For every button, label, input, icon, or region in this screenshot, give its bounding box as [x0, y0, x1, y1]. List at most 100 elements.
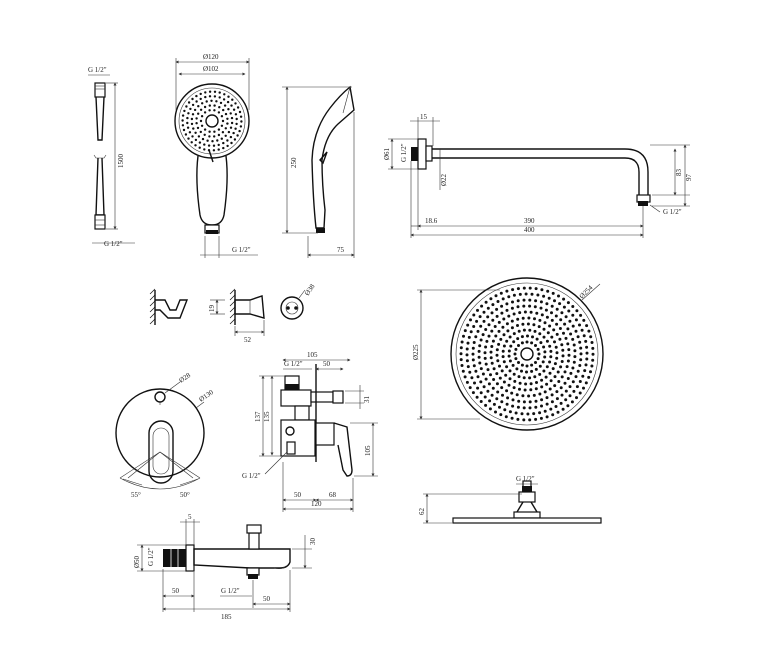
nozzle-dot	[479, 400, 483, 403]
nozzle-dot	[181, 124, 185, 127]
nozzle-dot	[579, 346, 583, 350]
nozzle-dot	[477, 355, 481, 359]
nozzle-dot	[472, 325, 476, 328]
shower-arm-flange-dia: Ø61	[383, 147, 391, 160]
nozzle-dot	[460, 340, 464, 344]
nozzle-dot	[223, 93, 226, 96]
nozzle-dot	[556, 370, 560, 374]
nozzle-dot	[534, 287, 538, 291]
nozzle-dot	[226, 122, 229, 125]
nozzle-dot	[553, 340, 556, 344]
nozzle-dot	[531, 335, 534, 339]
nozzle-dot	[517, 375, 521, 379]
shower-arm-pipe-dia: Ø22	[440, 173, 448, 186]
nozzle-dot	[187, 112, 190, 115]
nozzle-dot	[533, 375, 537, 379]
nozzle-dot	[517, 329, 521, 333]
nozzle-dot	[516, 287, 520, 291]
nozzle-dot	[471, 358, 475, 362]
hand-shower-inner-dia: Ø102	[203, 65, 219, 73]
nozzle-dot	[584, 381, 588, 385]
nozzle-dot	[231, 98, 234, 101]
nozzle-dot	[489, 350, 493, 354]
nozzle-dot	[498, 364, 501, 368]
nozzle-dot	[505, 365, 509, 369]
nozzle-dot	[486, 389, 490, 393]
nozzle-dot	[485, 339, 489, 343]
nozzle-dot	[213, 135, 216, 138]
nozzle-dot	[508, 359, 512, 363]
spout-d1: 50	[172, 587, 180, 595]
nozzle-dot	[537, 352, 541, 356]
nozzle-dot	[522, 376, 526, 380]
nozzle-dot	[466, 365, 470, 369]
nozzle-dot	[489, 297, 493, 301]
nozzle-dot	[538, 364, 542, 368]
nozzle-dot	[203, 105, 207, 109]
nozzle-dot	[494, 410, 497, 414]
nozzle-dot	[528, 376, 532, 380]
nozzle-dot	[521, 316, 525, 320]
hose-length: 1500	[117, 154, 125, 169]
nozzle-dot	[186, 116, 189, 120]
nozzle-dot	[555, 397, 559, 401]
nozzle-dot	[472, 313, 476, 317]
nozzle-dot	[560, 393, 564, 397]
nozzle-dot	[589, 335, 593, 339]
nozzle-dot	[516, 324, 519, 327]
nozzle-dot	[579, 358, 583, 362]
nozzle-dot	[553, 375, 557, 379]
mixer-knob-dia: Ø28	[178, 371, 193, 385]
nozzle-dot	[555, 307, 559, 311]
nozzle-dot	[522, 400, 526, 404]
nozzle-dot	[469, 330, 473, 334]
nozzle-dot	[226, 117, 229, 121]
nozzle-dot	[579, 352, 583, 356]
nozzle-dot	[517, 361, 520, 364]
nozzle-dot	[488, 399, 492, 403]
nozzle-dot	[534, 344, 537, 347]
nozzle-dot	[220, 115, 224, 118]
nozzle-dot	[545, 396, 549, 400]
nozzle-dot	[548, 371, 552, 375]
nozzle-dot	[503, 408, 507, 412]
nozzle-dot	[510, 306, 514, 310]
nozzle-dot	[229, 135, 233, 139]
nozzle-dot	[511, 363, 515, 367]
nozzle-dot	[529, 382, 533, 386]
nozzle-dot	[511, 404, 515, 408]
nozzle-dot	[525, 370, 528, 374]
nozzle-dot	[549, 379, 553, 383]
nozzle-dot	[476, 308, 479, 312]
nozzle-dot	[199, 119, 203, 123]
nozzle-dot	[516, 317, 520, 321]
nozzle-dot	[568, 394, 572, 398]
nozzle-dot	[213, 130, 216, 133]
shower-arm-reach: 390	[524, 217, 535, 225]
nozzle-dot	[543, 355, 547, 359]
nozzle-dot	[507, 295, 511, 299]
nozzle-dot	[569, 371, 573, 375]
nozzle-dot	[587, 375, 591, 379]
nozzle-dot	[208, 109, 211, 112]
nozzle-dot	[496, 359, 500, 363]
nozzle-dot	[516, 305, 520, 309]
nozzle-dot	[502, 360, 506, 364]
nozzle-dot	[226, 144, 229, 148]
nozzle-dot	[552, 328, 556, 332]
nozzle-dot	[500, 400, 504, 404]
nozzle-dot	[212, 149, 216, 152]
nozzle-dot	[226, 139, 229, 142]
nozzle-dot	[500, 386, 504, 390]
nozzle-dot	[559, 318, 563, 322]
mixer-angle-left: 55°	[131, 491, 141, 499]
nozzle-dot	[217, 143, 220, 147]
nozzle-dot	[465, 359, 469, 363]
nozzle-dot	[185, 105, 188, 108]
nozzle-dot	[240, 120, 243, 123]
nozzle-dot	[564, 398, 568, 402]
shower-arm-thread-in: G 1/2"	[400, 143, 408, 162]
nozzle-dot	[566, 342, 570, 346]
nozzle-dot	[479, 380, 483, 384]
